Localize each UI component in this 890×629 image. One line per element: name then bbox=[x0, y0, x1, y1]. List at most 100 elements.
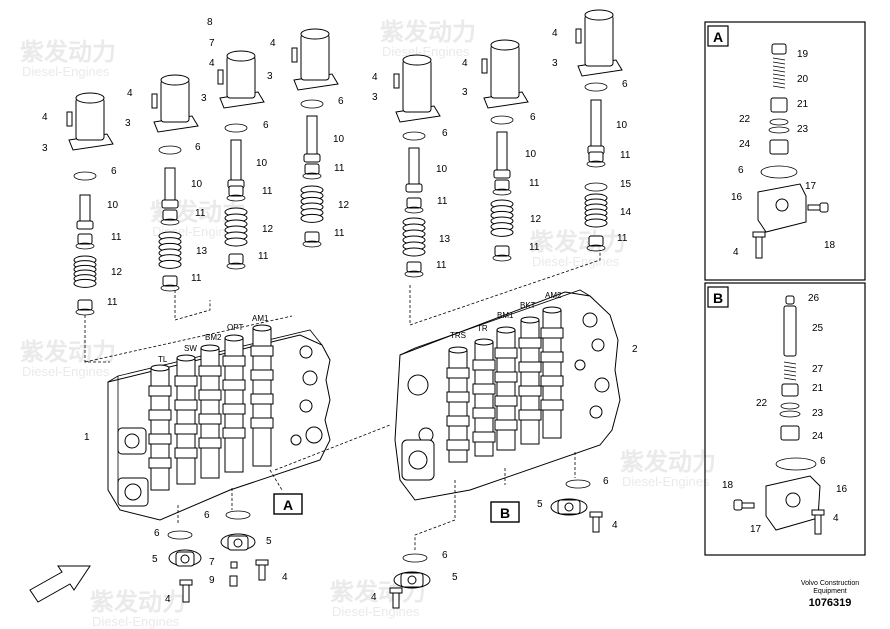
callout-number: 3 bbox=[125, 118, 131, 129]
callout-number: 11 bbox=[107, 297, 118, 308]
main-callouts: 8743610111211436101113114361011121143610… bbox=[42, 17, 638, 605]
callout: 10 bbox=[191, 179, 203, 190]
callout: 4 bbox=[371, 592, 377, 603]
callout-number: 4 bbox=[552, 28, 558, 39]
callout: 6 bbox=[603, 476, 609, 487]
callout-number: 11 bbox=[617, 233, 628, 244]
callout-number: 12 bbox=[111, 267, 123, 278]
callout: 6 bbox=[738, 165, 744, 176]
callout-number: 23 bbox=[797, 124, 809, 135]
detail-a-title: A bbox=[713, 29, 723, 45]
callout: 13 bbox=[196, 246, 208, 257]
callout: 3 bbox=[552, 58, 558, 69]
callout: 4 bbox=[127, 88, 133, 99]
callout: 6 bbox=[154, 528, 160, 539]
callout-number: 16 bbox=[731, 192, 743, 203]
brand-line-1: Volvo Construction bbox=[800, 580, 860, 587]
callout-number: 11 bbox=[258, 251, 269, 262]
callout-number: 13 bbox=[196, 246, 208, 257]
callout-number: 7 bbox=[209, 557, 215, 568]
callout: 6 bbox=[204, 510, 210, 521]
callout: 3 bbox=[372, 92, 378, 103]
callout-number: 6 bbox=[603, 476, 609, 487]
callout-number: 6 bbox=[738, 165, 744, 176]
callout-number: 6 bbox=[820, 456, 826, 467]
callout: 9 bbox=[209, 575, 215, 586]
watermark-en: Diesel-Engines bbox=[382, 44, 470, 59]
callout: 4 bbox=[270, 38, 276, 49]
callout: 5 bbox=[537, 499, 543, 510]
callout: 16 bbox=[836, 484, 848, 495]
callout: 8 bbox=[207, 17, 213, 28]
callout: 12 bbox=[530, 214, 542, 225]
callout: 11 bbox=[617, 233, 628, 244]
callout-number: 6 bbox=[442, 128, 448, 139]
solenoid-stack bbox=[291, 28, 339, 248]
callout: 4 bbox=[552, 28, 558, 39]
assembly-lines bbox=[84, 250, 601, 550]
callout: 4 bbox=[282, 572, 288, 583]
callout: 7 bbox=[209, 557, 215, 568]
valve-label: AM1 bbox=[252, 314, 269, 323]
watermark-en: Diesel-Engines bbox=[92, 614, 180, 629]
watermark-cn: 紫发动力 bbox=[20, 338, 116, 366]
solenoid-stack bbox=[66, 92, 114, 316]
callout: 20 bbox=[797, 74, 809, 85]
callout: 23 bbox=[797, 124, 809, 135]
callout-number: 3 bbox=[201, 93, 207, 104]
callout: 5 bbox=[452, 572, 458, 583]
callout: 4 bbox=[733, 247, 739, 258]
callout-number: 9 bbox=[209, 575, 215, 586]
brand-caption: Volvo Construction Equipment bbox=[780, 580, 880, 596]
callout: 14 bbox=[620, 207, 632, 218]
valve-spools bbox=[148, 306, 564, 491]
callout: 12 bbox=[111, 267, 123, 278]
valve-spool bbox=[250, 324, 274, 467]
callout-number: 8 bbox=[207, 17, 213, 28]
detail-a-parts bbox=[752, 43, 829, 259]
end-caps bbox=[167, 479, 603, 609]
brand-line-2: Equipment bbox=[813, 588, 847, 595]
callout-number: 5 bbox=[537, 499, 543, 510]
callout: 11 bbox=[436, 260, 447, 271]
solenoid-stack bbox=[393, 54, 441, 278]
callout: 10 bbox=[436, 164, 448, 175]
callout: 6 bbox=[442, 128, 448, 139]
callout: 11 bbox=[529, 242, 540, 253]
direction-arrow bbox=[29, 565, 91, 603]
callout-number: 11 bbox=[436, 260, 447, 271]
callout-number: 15 bbox=[620, 179, 632, 190]
callout: 1 bbox=[84, 432, 90, 443]
callout-number: 10 bbox=[256, 158, 268, 169]
callout-number: 25 bbox=[812, 323, 824, 334]
callout-number: 10 bbox=[525, 149, 537, 160]
callout-number: 4 bbox=[833, 513, 839, 524]
callout-number: 4 bbox=[612, 520, 618, 531]
callout: 4 bbox=[165, 594, 171, 605]
callout: 22 bbox=[739, 114, 751, 125]
callout-number: 13 bbox=[439, 234, 451, 245]
callout: 4 bbox=[462, 58, 468, 69]
callout: 17 bbox=[805, 181, 817, 192]
valve-spool bbox=[222, 334, 246, 473]
watermark-en: Diesel-Engines bbox=[22, 64, 110, 79]
callout: 6 bbox=[442, 550, 448, 561]
callout-number: 11 bbox=[529, 242, 540, 253]
watermark-en: Diesel-Engines bbox=[622, 474, 710, 489]
valve-spool bbox=[446, 346, 470, 463]
callout-number: 4 bbox=[371, 592, 377, 603]
callout: 11 bbox=[107, 297, 118, 308]
callout: 18 bbox=[824, 240, 836, 251]
callout-number: 22 bbox=[739, 114, 751, 125]
callout-number: 11 bbox=[111, 232, 122, 243]
callout: 10 bbox=[107, 200, 119, 211]
callout: 4 bbox=[42, 112, 48, 123]
callout: 11 bbox=[258, 251, 269, 262]
detail-panel-b bbox=[704, 282, 866, 556]
watermark-cn: 紫发动力 bbox=[380, 18, 476, 46]
callout: 27 bbox=[812, 364, 824, 375]
valve-label: BKT bbox=[520, 301, 536, 310]
watermark-en: Diesel-Engines bbox=[332, 604, 420, 619]
